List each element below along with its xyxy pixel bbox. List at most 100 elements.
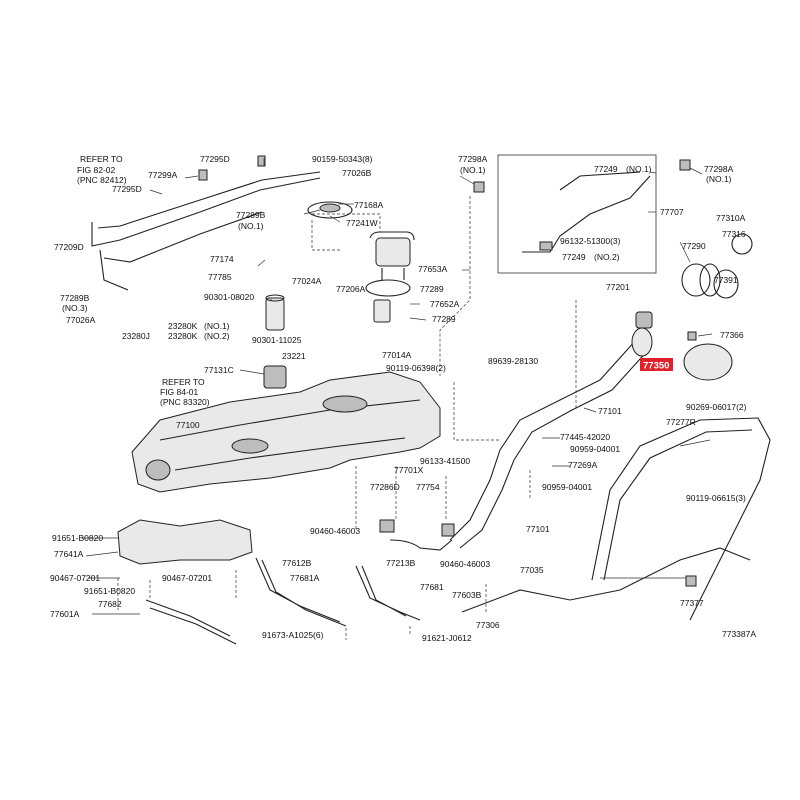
label-90959-04001: 90959-04001 bbox=[542, 482, 592, 492]
label-23280K: 23280K bbox=[168, 321, 198, 331]
label-90467-07201: 90467-07201 bbox=[162, 573, 212, 583]
hose-77213B bbox=[389, 539, 453, 551]
label-77298A-no: (NO.1) bbox=[706, 174, 732, 184]
label-77754: 77754 bbox=[416, 482, 440, 492]
label-77026B: 77026B bbox=[342, 168, 372, 178]
label-77201: 77201 bbox=[606, 282, 630, 292]
label-77295D: 77295D bbox=[200, 154, 230, 164]
label-77241W: 77241W bbox=[346, 218, 378, 228]
label-77269A: 77269A bbox=[568, 460, 598, 470]
label-77289: 77289 bbox=[420, 284, 444, 294]
filler-pipe-77201 bbox=[449, 339, 651, 549]
label-77174: 77174 bbox=[210, 254, 234, 264]
fuel-line-77209D bbox=[91, 171, 321, 263]
label-77209D: 77209D bbox=[54, 242, 84, 252]
label-77316: 77316 bbox=[722, 229, 746, 239]
label-77391: 77391 bbox=[714, 275, 738, 285]
label-77289B: 77289B bbox=[60, 293, 90, 303]
label-23280K-no: (NO.2) bbox=[204, 331, 230, 341]
label-77306: 77306 bbox=[476, 620, 500, 630]
label-96133-41500: 96133-41500 bbox=[420, 456, 470, 466]
label-77101: 77101 bbox=[526, 524, 550, 534]
label-91621-J0612: 91621-J0612 bbox=[422, 633, 472, 643]
frame-77707 bbox=[497, 154, 657, 274]
label-77681: 77681 bbox=[420, 582, 444, 592]
vapor-hose bbox=[522, 175, 651, 253]
ring-77391 bbox=[713, 269, 739, 299]
label-90959-04001: 90959-04001 bbox=[570, 444, 620, 454]
label-77035: 77035 bbox=[520, 565, 544, 575]
label-23280K-no: (NO.1) bbox=[204, 321, 230, 331]
label-77213B: 77213B bbox=[386, 558, 416, 568]
label-77707: 77707 bbox=[660, 207, 684, 217]
label-90119-06398: 90119-06398(2) bbox=[386, 363, 446, 373]
label-23280J: 23280J bbox=[122, 331, 150, 341]
strap-77612B bbox=[255, 557, 347, 627]
label-77289B: 77289B bbox=[236, 210, 266, 220]
label-77298A-no: (NO.1) bbox=[460, 165, 486, 175]
label-77249-no: (NO.2) bbox=[594, 252, 620, 262]
label-77652A: 77652A bbox=[430, 299, 460, 309]
label-23280K: 23280K bbox=[168, 331, 198, 341]
label-90301-08020: 90301-08020 bbox=[204, 292, 254, 302]
label-90467-07201: 90467-07201 bbox=[50, 573, 100, 583]
label-77350-highlighted: 77350 bbox=[643, 361, 669, 372]
label-77100: 77100 bbox=[176, 420, 200, 430]
fuel-filter-part bbox=[265, 297, 285, 331]
label-77026A: 77026A bbox=[66, 315, 96, 325]
label-77277R: 77277R bbox=[666, 417, 696, 427]
cable-77035 bbox=[461, 547, 751, 613]
label-77785: 77785 bbox=[208, 272, 232, 282]
ref-note-line: FIG 84-01 bbox=[160, 387, 199, 397]
label-77298A: 77298A bbox=[458, 154, 488, 164]
label-77641A: 77641A bbox=[54, 549, 84, 559]
label-23221: 23221 bbox=[282, 351, 306, 361]
label-77603B: 77603B bbox=[452, 590, 482, 600]
strap-77681 bbox=[355, 565, 421, 621]
diagram-id: 773387A bbox=[722, 629, 756, 639]
ref-note-line: (PNC 83320) bbox=[160, 397, 210, 407]
fuel-filter-cup bbox=[263, 365, 287, 389]
label-77701X: 77701X bbox=[394, 465, 424, 475]
fender-liner-77277R bbox=[591, 417, 771, 621]
label-77168A: 77168A bbox=[354, 200, 384, 210]
ref-note-line: FIG 82-02 bbox=[77, 165, 116, 175]
label-77290: 77290 bbox=[682, 241, 706, 251]
label-91673-A1025: 91673-A1025(6) bbox=[262, 630, 324, 640]
fuel-pump-module bbox=[307, 201, 415, 323]
label-90159-50343: 90159-50343(8) bbox=[312, 154, 373, 164]
part-labels: 77295D 90159-50343(8) 77298A (NO.1) 7724… bbox=[50, 154, 756, 643]
label-96132-51300: 96132-51300(3) bbox=[560, 236, 621, 246]
label-77601A: 77601A bbox=[50, 609, 80, 619]
label-77249: 77249 bbox=[562, 252, 586, 262]
label-77295D: 77295D bbox=[112, 184, 142, 194]
label-90269-06017: 90269-06017(2) bbox=[686, 402, 747, 412]
label-77249: 77249 bbox=[594, 164, 618, 174]
highlight-box bbox=[640, 358, 673, 371]
ref-note-line: REFER TO bbox=[162, 377, 205, 387]
strap-77601A bbox=[145, 599, 237, 645]
label-90460-46003: 90460-46003 bbox=[440, 559, 490, 569]
label-77366: 77366 bbox=[720, 330, 744, 340]
label-77289B-no: (NO.1) bbox=[238, 221, 264, 231]
label-77445-42020: 77445-42020 bbox=[560, 432, 610, 442]
label-77377: 77377 bbox=[680, 598, 704, 608]
ring-77290 bbox=[681, 263, 711, 297]
leader-lines bbox=[82, 158, 713, 615]
ref-note-line: (PNC 82412) bbox=[77, 175, 127, 185]
label-77289: 77289 bbox=[432, 314, 456, 324]
label-77298A: 77298A bbox=[704, 164, 734, 174]
label-91651-B0820: 91651-B0820 bbox=[84, 586, 135, 596]
label-77101: 77101 bbox=[598, 406, 622, 416]
ring-77316 bbox=[731, 233, 753, 255]
label-77612B: 77612B bbox=[282, 558, 312, 568]
label-90460-46003: 90460-46003 bbox=[310, 526, 360, 536]
part-drawings bbox=[91, 155, 771, 645]
label-89639-28130: 89639-28130 bbox=[488, 356, 538, 366]
label-90301-11025: 90301-11025 bbox=[252, 335, 302, 345]
fuel-filler-door-77350 bbox=[683, 343, 733, 381]
label-77299A: 77299A bbox=[148, 170, 178, 180]
label-77249-no: (NO.1) bbox=[626, 164, 652, 174]
label-77131C: 77131C bbox=[204, 365, 234, 375]
